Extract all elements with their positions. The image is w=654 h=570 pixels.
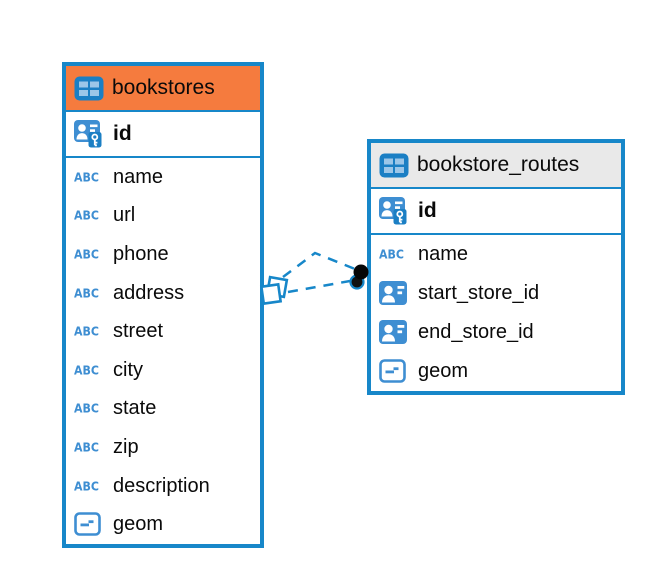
column-name: zip bbox=[113, 435, 139, 458]
column-name: name bbox=[113, 165, 164, 188]
primary-key-icon bbox=[379, 197, 409, 225]
relationship-source-anchor[interactable] bbox=[259, 275, 289, 306]
column-row-start_store_id[interactable]: start_store_id bbox=[371, 274, 621, 313]
primary-key-row-id[interactable]: id bbox=[66, 112, 260, 158]
column-name: geom bbox=[418, 360, 469, 382]
column-name: url bbox=[113, 204, 136, 227]
column-row-phone[interactable]: ABC phone bbox=[66, 235, 260, 274]
column-row-name[interactable]: ABC name bbox=[66, 158, 260, 197]
table-title: bookstores bbox=[112, 76, 215, 99]
column-name: description bbox=[113, 474, 210, 497]
column-row-address[interactable]: ABC address bbox=[66, 274, 260, 313]
column-name: address bbox=[113, 281, 185, 304]
column-name: id bbox=[418, 199, 437, 222]
column-row-city[interactable]: ABC city bbox=[66, 351, 260, 390]
column-name: state bbox=[113, 397, 157, 420]
column-name: end_store_id bbox=[418, 321, 534, 343]
text-type-icon: ABC bbox=[74, 247, 99, 262]
column-row-name[interactable]: ABC name bbox=[371, 235, 621, 274]
table-icon bbox=[379, 153, 409, 178]
column-row-zip[interactable]: ABC zip bbox=[66, 428, 260, 467]
text-type-icon: ABC bbox=[74, 363, 99, 378]
table-title: bookstore_routes bbox=[417, 153, 580, 176]
column-name: start_store_id bbox=[418, 282, 540, 304]
reference-icon bbox=[379, 280, 409, 307]
geometry-type-icon bbox=[74, 512, 104, 537]
relationship-line[interactable] bbox=[282, 251, 356, 278]
column-name: name bbox=[418, 243, 469, 265]
column-name: id bbox=[113, 122, 132, 145]
text-type-icon: ABC bbox=[74, 285, 99, 301]
column-name: geom bbox=[113, 513, 164, 536]
table-header[interactable]: bookstores bbox=[66, 66, 260, 112]
geometry-type-icon bbox=[379, 359, 409, 384]
primary-key-icon bbox=[74, 120, 104, 148]
text-type-icon: ABC bbox=[74, 208, 99, 224]
column-row-url[interactable]: ABC url bbox=[66, 197, 260, 236]
column-row-geom[interactable]: geom bbox=[371, 352, 621, 391]
primary-key-row-id[interactable]: id bbox=[371, 189, 621, 235]
text-type-icon: ABC bbox=[74, 478, 99, 494]
text-type-icon: ABC bbox=[74, 170, 99, 185]
table-header[interactable]: bookstore_routes bbox=[371, 143, 621, 189]
column-name: city bbox=[113, 358, 143, 381]
relationship-target-anchor[interactable] bbox=[349, 264, 369, 290]
reference-icon bbox=[379, 319, 409, 346]
table-icon bbox=[74, 76, 104, 101]
column-row-geom[interactable]: geom bbox=[66, 505, 260, 544]
text-type-icon: ABC bbox=[74, 440, 99, 455]
column-name: street bbox=[113, 320, 164, 343]
column-row-end_store_id[interactable]: end_store_id bbox=[371, 313, 621, 352]
column-row-street[interactable]: ABC street bbox=[66, 312, 260, 351]
column-name: phone bbox=[113, 242, 169, 265]
relationship-line[interactable] bbox=[287, 279, 351, 294]
text-type-icon: ABC bbox=[379, 247, 404, 262]
column-row-description[interactable]: ABC description bbox=[66, 467, 260, 506]
text-type-icon: ABC bbox=[74, 401, 99, 417]
column-row-state[interactable]: ABC state bbox=[66, 390, 260, 429]
text-type-icon: ABC bbox=[74, 324, 99, 339]
